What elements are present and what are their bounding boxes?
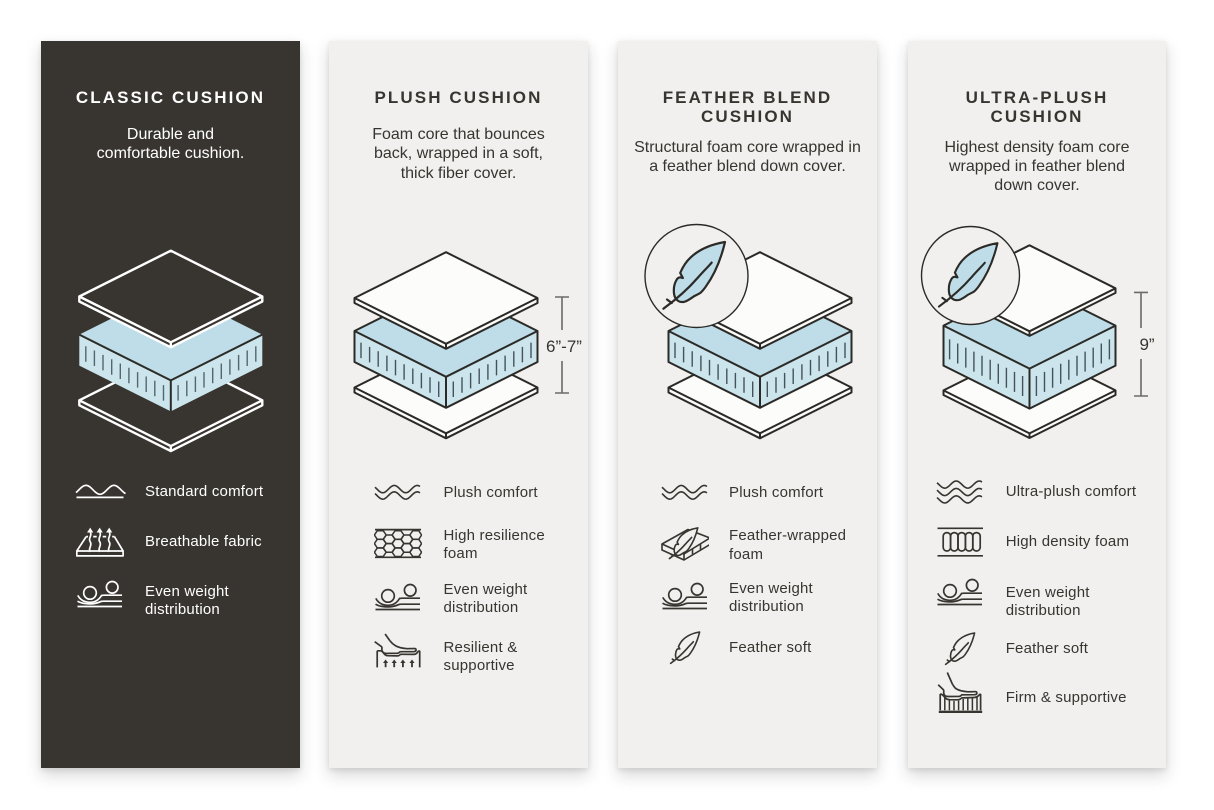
svg-text:6”-7”: 6”-7” <box>546 337 582 356</box>
svg-text:9”: 9” <box>1139 335 1154 354</box>
